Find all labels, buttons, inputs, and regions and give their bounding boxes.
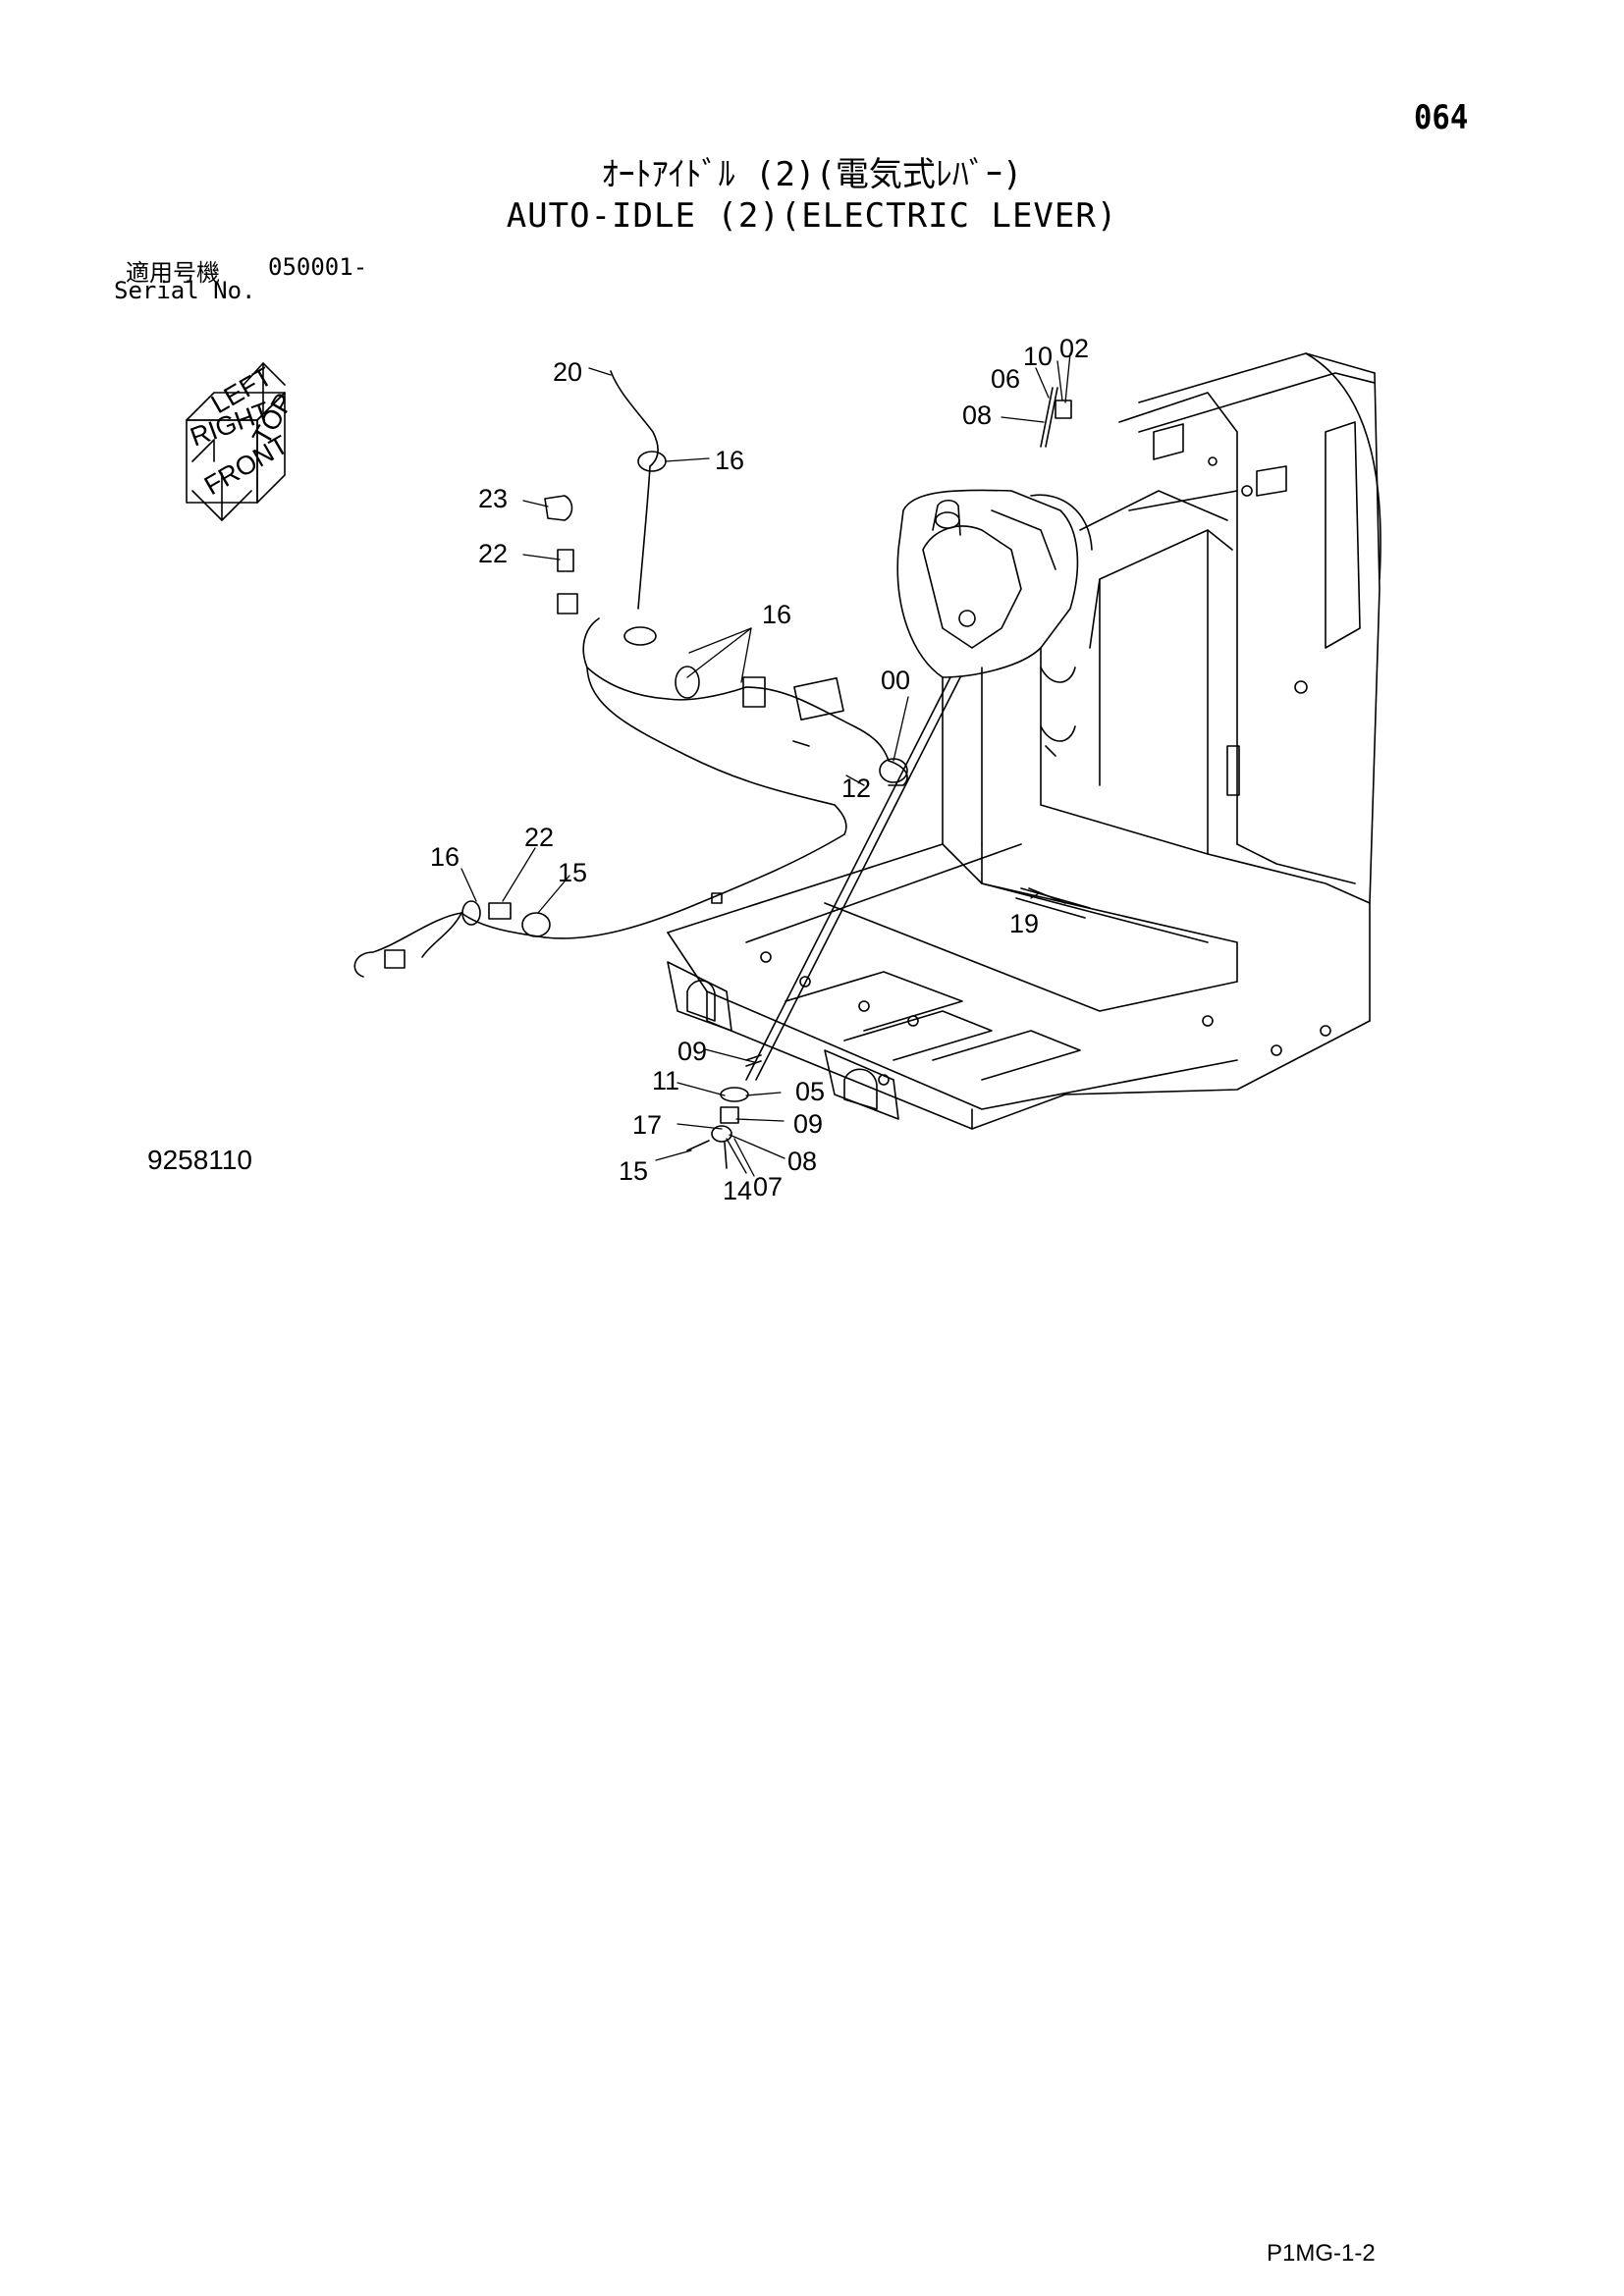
callout-16: 16 bbox=[715, 446, 744, 475]
lever-cable bbox=[745, 387, 1072, 1081]
callout-08: 08 bbox=[962, 400, 992, 430]
callout-07: 07 bbox=[753, 1172, 783, 1201]
callout-15: 15 bbox=[619, 1156, 648, 1186]
leader-lines bbox=[460, 352, 1071, 1177]
floor-base-plate bbox=[667, 843, 1371, 1130]
callout-17: 17 bbox=[632, 1110, 662, 1140]
callout-09: 09 bbox=[793, 1109, 823, 1139]
callout-09: 09 bbox=[677, 1037, 707, 1066]
serial-label-english: Serial No. bbox=[114, 277, 256, 304]
page-title-english: AUTO-IDLE (2)(ELECTRIC LEVER) bbox=[506, 196, 1118, 236]
callout-numbers: 20 16 23 22 16 00 12 16 22 15 06 10 02 0… bbox=[430, 334, 1089, 1205]
callout-23: 23 bbox=[478, 484, 508, 513]
clip-part-19 bbox=[1028, 887, 1066, 904]
page-title-japanese: ｵｰﾄｱｲﾄﾞﾙ (2)(電気式ﾚﾊﾞｰ) bbox=[601, 155, 1023, 194]
callout-14: 14 bbox=[723, 1176, 752, 1205]
callout-22: 22 bbox=[524, 823, 554, 852]
page-number: 064 bbox=[1414, 98, 1469, 137]
callout-16: 16 bbox=[430, 842, 460, 872]
callout-22: 22 bbox=[478, 539, 508, 568]
callout-12: 12 bbox=[841, 774, 871, 803]
callout-11: 11 bbox=[652, 1066, 679, 1095]
callout-02: 02 bbox=[1059, 334, 1089, 363]
serial-number-value: 050001- bbox=[268, 253, 368, 281]
callout-00: 00 bbox=[881, 666, 910, 695]
callout-08: 08 bbox=[787, 1147, 817, 1176]
orientation-arrows-icon bbox=[186, 362, 286, 521]
callout-06: 06 bbox=[991, 364, 1020, 394]
sheet-code: P1MG-1-2 bbox=[1267, 2240, 1376, 2267]
control-lever-housing bbox=[896, 489, 1093, 678]
callout-16: 16 bbox=[762, 600, 791, 629]
callout-20: 20 bbox=[553, 357, 582, 387]
callout-05: 05 bbox=[795, 1077, 825, 1106]
callout-19: 19 bbox=[1009, 909, 1039, 938]
serial-label-japanese: 適用号機 bbox=[126, 259, 220, 287]
wire-harness bbox=[353, 370, 908, 978]
console-frame bbox=[942, 352, 1381, 943]
drawing-number: 9258110 bbox=[147, 1145, 252, 1175]
callout-10: 10 bbox=[1023, 342, 1053, 371]
mounting-blocks bbox=[667, 961, 899, 1120]
callout-15: 15 bbox=[558, 858, 587, 887]
